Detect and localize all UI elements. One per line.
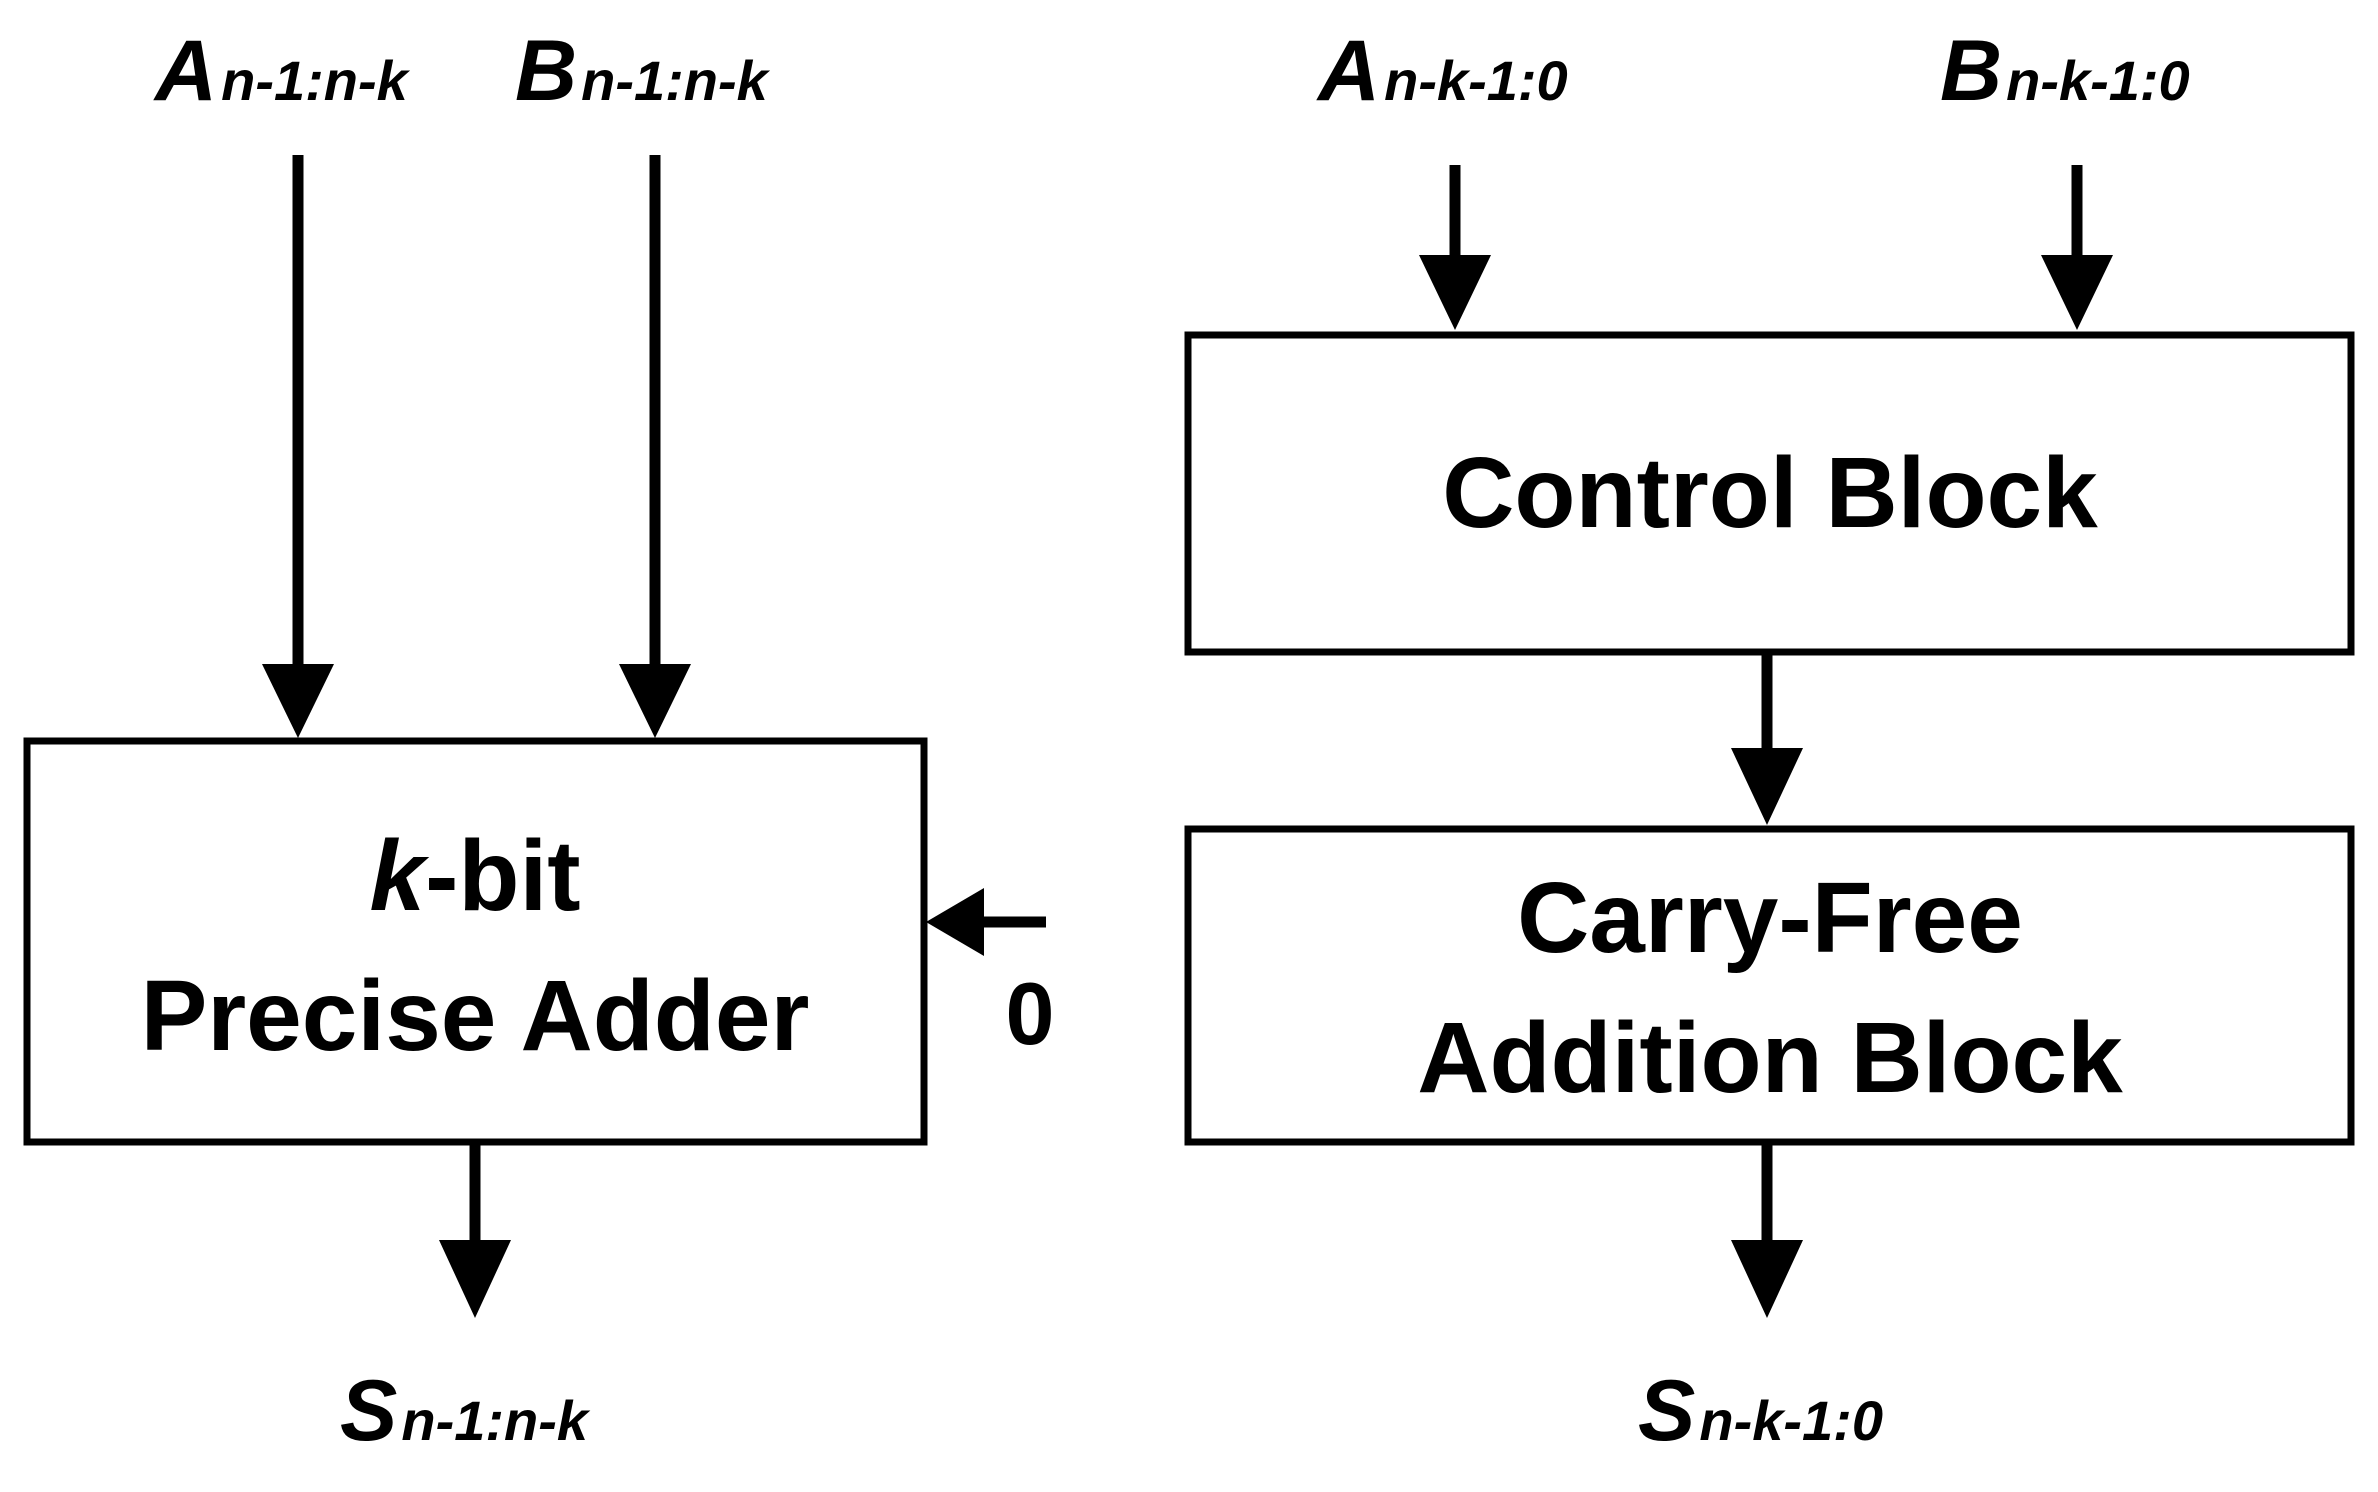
wire-a-high xyxy=(262,155,334,738)
wire-control-to-carry-free xyxy=(1731,652,1803,825)
input-a-high-label: An-1:n-k xyxy=(153,23,411,119)
carry-free-addition-block xyxy=(1184,825,2355,1146)
control-block-label: Control Block xyxy=(1442,437,2098,549)
wire-b-low xyxy=(2041,165,2113,330)
output-s-high-label: Sn-1:n-k xyxy=(340,1363,591,1459)
wire-a-low xyxy=(1419,165,1491,330)
carry-in-wire xyxy=(926,888,1046,956)
precise-adder-block xyxy=(23,737,928,1146)
carry-free-label-line1: Carry-Free xyxy=(1517,862,2023,974)
input-b-high-label: Bn-1:n-k xyxy=(515,23,771,119)
input-a-low-label: An-k-1:0 xyxy=(1316,23,1568,119)
carry-free-label-line2: Addition Block xyxy=(1417,1002,2123,1114)
output-s-low-label: Sn-k-1:0 xyxy=(1638,1363,1883,1459)
carry-in-zero-label: 0 xyxy=(1006,964,1055,1063)
wire-s-high xyxy=(439,1142,511,1318)
wire-b-high xyxy=(619,155,691,738)
input-b-low-label: Bn-k-1:0 xyxy=(1940,23,2190,119)
wire-s-low xyxy=(1731,1142,1803,1318)
precise-adder-label-line1: k-bit xyxy=(369,820,580,932)
precise-adder-label-line2: Precise Adder xyxy=(141,960,810,1072)
